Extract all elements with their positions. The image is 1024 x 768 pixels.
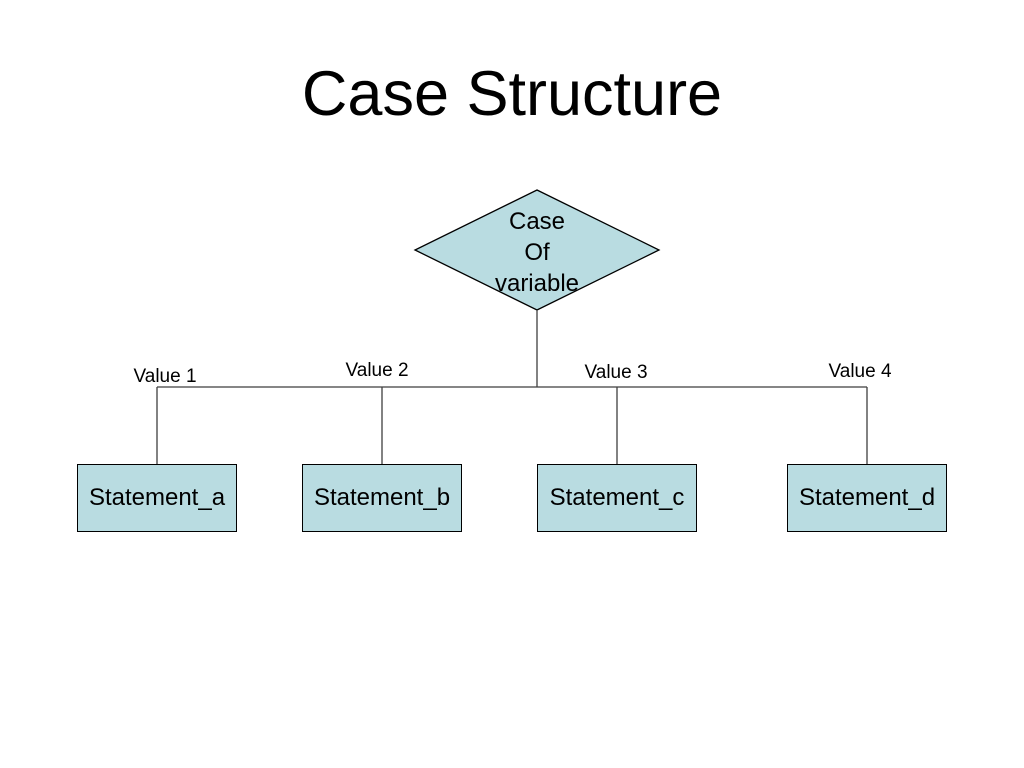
slide-title: Case Structure (301, 59, 723, 129)
decision-label-line-1: Case (508, 208, 566, 235)
statement-box-a-label: Statement_a (88, 484, 226, 511)
decision-label: Case Of variable (437, 206, 637, 299)
statement-box-d-label: Statement_d (798, 484, 936, 511)
statement-box-b: Statement_b (302, 464, 462, 532)
statement-box-a: Statement_a (77, 464, 237, 532)
statement-box-b-label: Statement_b (313, 484, 451, 511)
branch-value-label-4: Value 4 (828, 361, 892, 382)
statement-box-c-label: Statement_c (549, 484, 685, 511)
decision-label-line-3: variable (494, 270, 580, 297)
statement-box-c: Statement_c (537, 464, 697, 532)
branch-value-label-1: Value 1 (133, 366, 197, 387)
branch-value-label-2: Value 2 (345, 360, 409, 381)
branch-value-label-3: Value 3 (584, 362, 648, 383)
decision-label-line-2: Of (524, 239, 550, 266)
statement-box-d: Statement_d (787, 464, 947, 532)
